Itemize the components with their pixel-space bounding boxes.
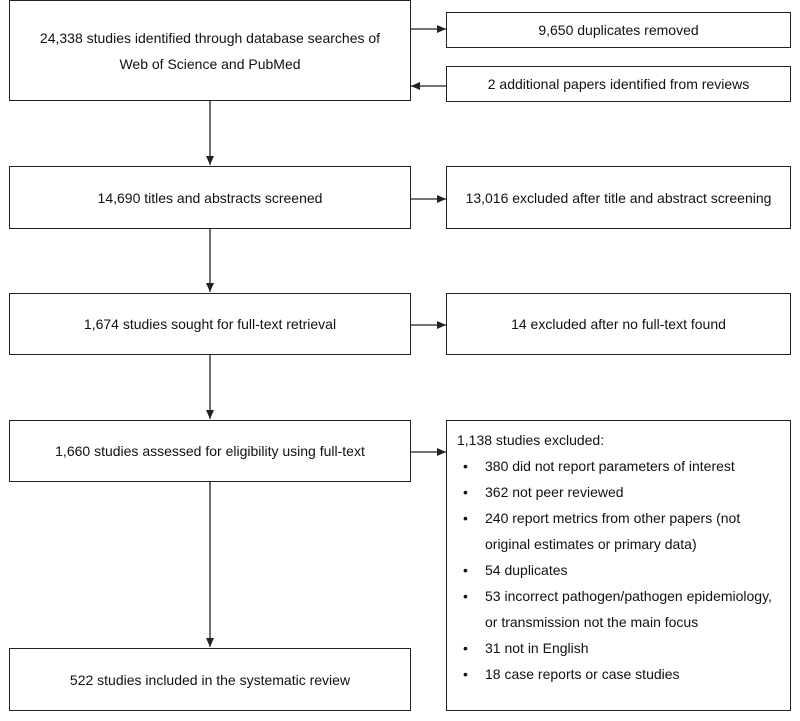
included-box: 522 studies included in the systematic r… <box>9 648 411 711</box>
identified-text-line-1: 24,338 studies identified through databa… <box>39 29 381 46</box>
additional-text: 2 additional papers identified from revi… <box>487 76 750 92</box>
identified-text-line-2: Web of Science and PubMed <box>119 55 301 72</box>
list-item-text-cont: original estimates or primary data) <box>485 536 697 552</box>
list-item: 18 case reports or case studies <box>457 661 782 687</box>
list-item-text: 54 duplicates <box>485 562 568 578</box>
assessed-box: 1,660 studies assessed for eligibility u… <box>9 420 411 482</box>
list-item-text: 362 not peer reviewed <box>485 484 624 500</box>
list-item-text: 240 report metrics from other papers (no… <box>485 510 741 526</box>
included-text: 522 studies included in the systematic r… <box>69 671 351 688</box>
excluded-fulltext-text: 14 excluded after no full-text found <box>511 316 726 332</box>
excluded-screening-text: 13,016 excluded after title and abstract… <box>465 189 772 206</box>
list-item-text-cont: or transmission not the main focus <box>485 614 699 630</box>
list-item: 54 duplicates <box>457 557 782 583</box>
excluded-screening-box: 13,016 excluded after title and abstract… <box>446 166 791 229</box>
list-item: 362 not peer reviewed <box>457 479 782 505</box>
assessed-text: 1,660 studies assessed for eligibility u… <box>55 443 365 459</box>
duplicates-box: 9,650 duplicates removed <box>446 12 791 48</box>
list-item: 240 report metrics from other papers (no… <box>457 505 782 557</box>
list-item: 53 incorrect pathogen/pathogen epidemiol… <box>457 583 782 635</box>
duplicates-text: 9,650 duplicates removed <box>538 22 699 38</box>
sought-box: 1,674 studies sought for full-text retri… <box>9 293 411 355</box>
sought-text: 1,674 studies sought for full-text retri… <box>83 316 337 332</box>
screened-text: 14,690 titles and abstracts screened <box>97 189 323 206</box>
list-item-text: 31 not in English <box>485 640 589 656</box>
excluded-fulltext-box: 14 excluded after no full-text found <box>446 293 791 355</box>
exclusions-list: 380 did not report parameters of interes… <box>457 453 782 687</box>
identified-box: 24,338 studies identified through databa… <box>9 0 411 101</box>
list-item-text: 53 incorrect pathogen/pathogen epidemiol… <box>485 588 772 604</box>
list-item-text: 380 did not report parameters of interes… <box>485 458 735 474</box>
list-item-text: 18 case reports or case studies <box>485 666 680 682</box>
list-item: 31 not in English <box>457 635 782 661</box>
screened-box: 14,690 titles and abstracts screened <box>9 166 411 229</box>
list-item: 380 did not report parameters of interes… <box>457 453 782 479</box>
additional-box: 2 additional papers identified from revi… <box>446 66 791 102</box>
exclusions-box: 1,138 studies excluded: 380 did not repo… <box>446 420 791 711</box>
exclusions-header: 1,138 studies excluded: <box>457 432 605 448</box>
